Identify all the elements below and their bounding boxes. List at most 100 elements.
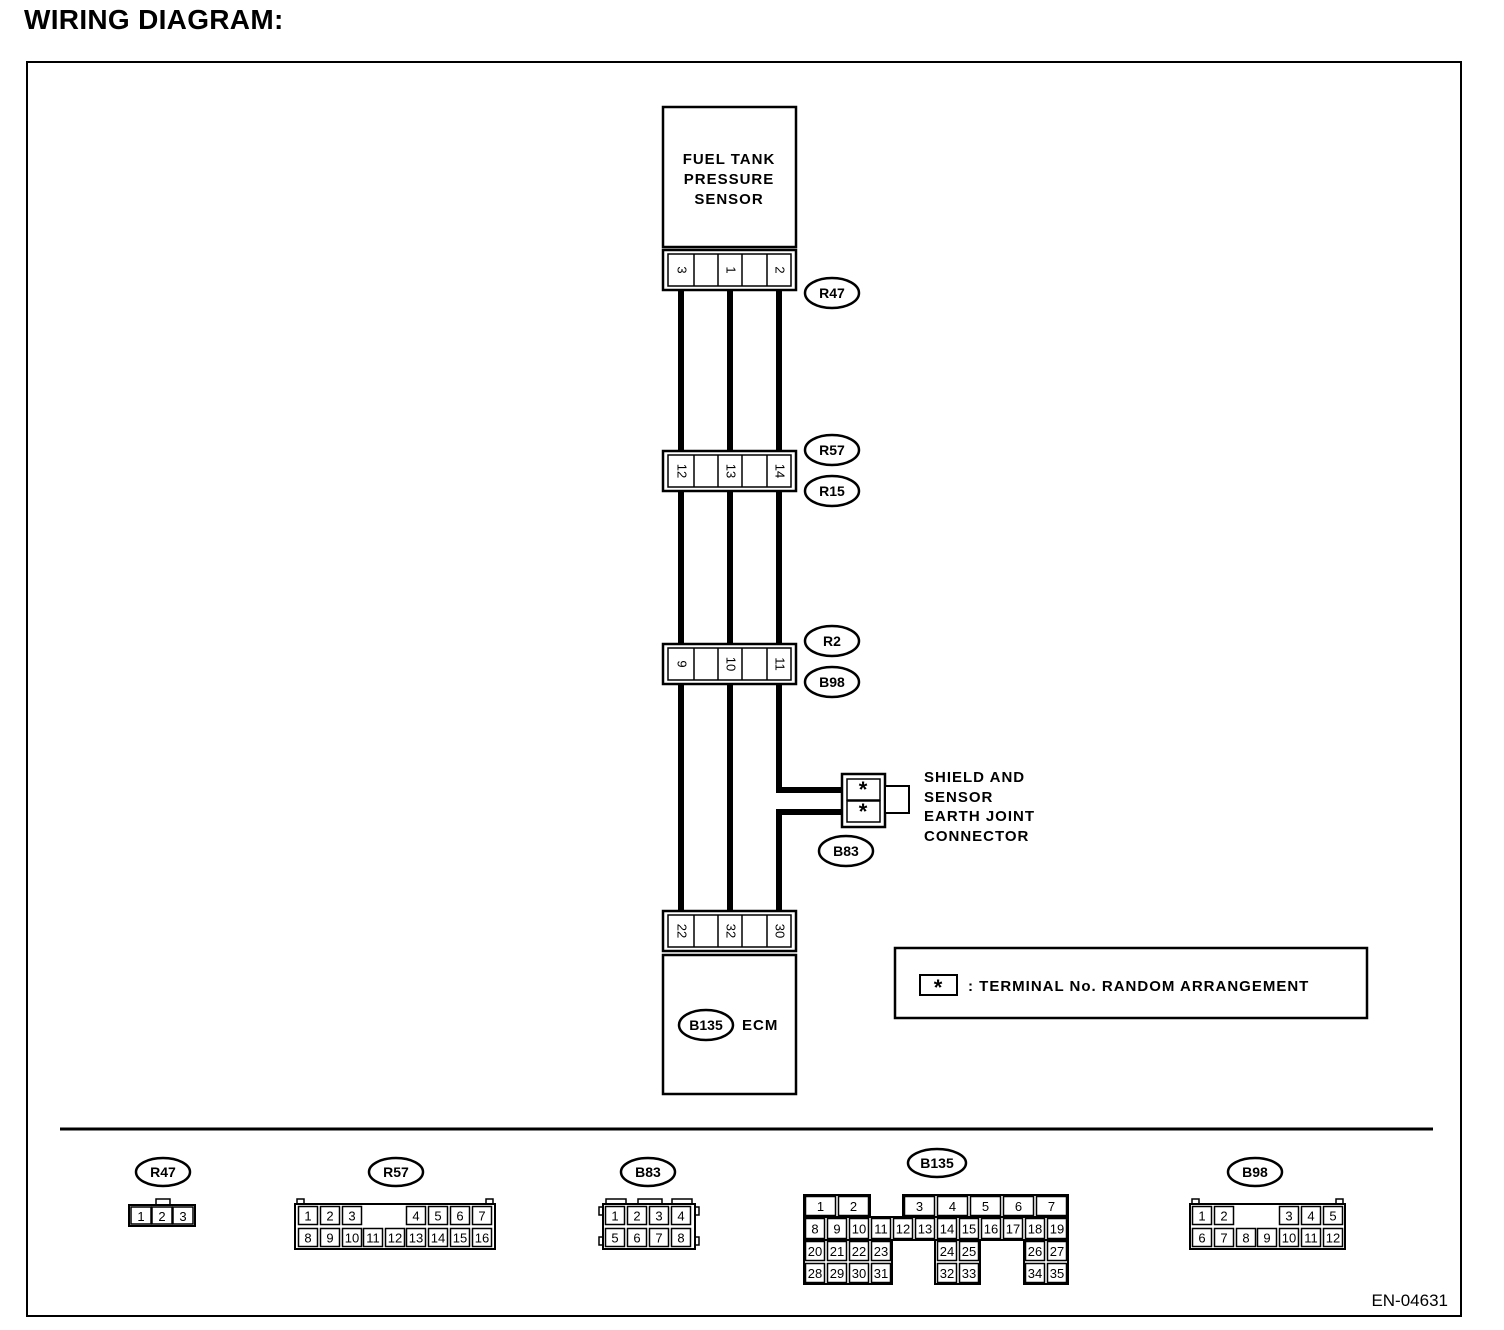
r47-pin-b: 1 [724,266,739,273]
b83-face-pin: 3 [655,1209,662,1224]
b135-face-cell [936,1240,958,1262]
joint-label-line-3: EARTH JOINT [924,808,1035,825]
joint-mark-1: * [859,777,868,802]
b83-face-cell [626,1205,648,1226]
b98-face-pin: 1 [1198,1209,1205,1224]
r57-pin-c: 14 [773,464,788,478]
r47-face-pin: 1 [137,1209,144,1224]
r57-face-pin: 3 [348,1209,355,1224]
b98-face-pin: 7 [1220,1231,1227,1246]
r57-face-pin: 6 [456,1209,463,1224]
b98-face-pin: 2 [1220,1209,1227,1224]
b135-face-pin: 31 [874,1266,888,1281]
b98-face-pin: 9 [1263,1231,1270,1246]
r57-face-cell [449,1227,471,1248]
joint-mark-2: * [859,799,868,824]
b135-face-pin: 32 [940,1266,954,1281]
b135-face-cell [1046,1262,1068,1284]
tag-r15-label: R15 [819,483,845,499]
r57-face-pin: 9 [326,1231,333,1246]
b98-face-pin: 5 [1329,1209,1336,1224]
b135-face-cell [870,1240,892,1262]
ecm-pin-b: 32 [724,924,739,938]
view-r47-label: R47 [150,1164,176,1180]
b83-face-cell [648,1205,670,1226]
b135-face-pin: 6 [1015,1199,1022,1214]
b135-face-cell [1024,1262,1046,1284]
r47-pin-a: 3 [675,266,690,273]
b135-face-cell [958,1240,980,1262]
b135-face-cell [936,1262,958,1284]
b135-face-cell [936,1217,958,1240]
b135-face-pin: 13 [918,1222,932,1237]
diagram-frame [26,61,1462,1317]
r57-pin-b: 13 [724,464,739,478]
r47-pin-c: 2 [773,266,788,273]
r57-pin-a: 12 [675,464,690,478]
b135-face-pin: 27 [1050,1244,1064,1259]
r57-face-cell [384,1227,406,1248]
b98-face-cell [1256,1227,1278,1248]
r57-face-cell [319,1227,341,1248]
b135-face-pin: 21 [830,1244,844,1259]
b135-face-cell [826,1262,848,1284]
r57-face-cell [427,1205,449,1226]
connector-r57-r15: 12 13 14 [661,449,798,493]
joint-label-line-1: SHIELD AND [924,769,1025,786]
r57-face-pin: 4 [412,1209,419,1224]
b83-face-pin: 7 [655,1231,662,1246]
r57-face-pin: 5 [434,1209,441,1224]
sensor-label-line-3: SENSOR [694,191,763,208]
r57-face-cell [405,1205,427,1226]
b135-face-cell [903,1195,936,1217]
r57-face-pin: 16 [475,1231,489,1246]
b135-face-pin: 17 [1006,1222,1020,1237]
b135-face-cell [848,1240,870,1262]
connector-views: R47 1 2 3 R57 B83 [128,1147,1346,1285]
connector-ecm: 22 32 30 [661,909,798,953]
b135-face-pin: 24 [940,1244,954,1259]
b135-face-cell [804,1217,826,1240]
tag-r47 [803,276,861,310]
b135-face-pin: 9 [833,1222,840,1237]
r57-face-cell [405,1227,427,1248]
b135-face-pin: 7 [1048,1199,1055,1214]
b83-face-pin: 4 [677,1209,684,1224]
r57-face-pin: 7 [478,1209,485,1224]
r57-face-cell [297,1205,319,1226]
ecm-pin-a: 22 [675,924,690,938]
tag-b83 [817,834,875,868]
b135-face-cell [804,1195,837,1217]
b135-face-cell [804,1240,826,1262]
b135-face-pin: 16 [984,1222,998,1237]
b98-face-cell [1300,1227,1322,1248]
tag-b83-label: B83 [833,843,859,859]
r47-face-pin: 3 [179,1209,186,1224]
b83-face-cell [670,1227,692,1248]
b135-face-cell [969,1195,1002,1217]
b135-face-pin: 22 [852,1244,866,1259]
r57-face-pin: 14 [431,1231,445,1246]
r47-face-pin: 2 [158,1209,165,1224]
tag-r15 [803,474,861,508]
b135-face-pin: 5 [982,1199,989,1214]
legend-box [893,946,1369,1020]
b83-face-cell [648,1227,670,1248]
r57-face-cell [449,1205,471,1226]
r57-face-cell [297,1227,319,1248]
b83-face-pin: 8 [677,1231,684,1246]
b83-face-cell [604,1227,626,1248]
view-r47: R47 1 2 3 [128,1156,196,1227]
b135-face-cell [980,1217,1002,1240]
b98-face-cell [1213,1205,1235,1226]
legend-text: : TERMINAL No. RANDOM ARRANGEMENT [968,978,1309,995]
r2-pin-b: 10 [724,657,739,671]
b135-face-pin: 19 [1050,1222,1064,1237]
r57-face-pin: 8 [304,1231,311,1246]
b135-face-pin: 1 [817,1199,824,1214]
b98-face-cell [1191,1227,1213,1248]
b135-face-pin: 4 [949,1199,956,1214]
b135-face-pin: 29 [830,1266,844,1281]
b135-face-cell [914,1217,936,1240]
r57-face-cell [362,1227,384,1248]
